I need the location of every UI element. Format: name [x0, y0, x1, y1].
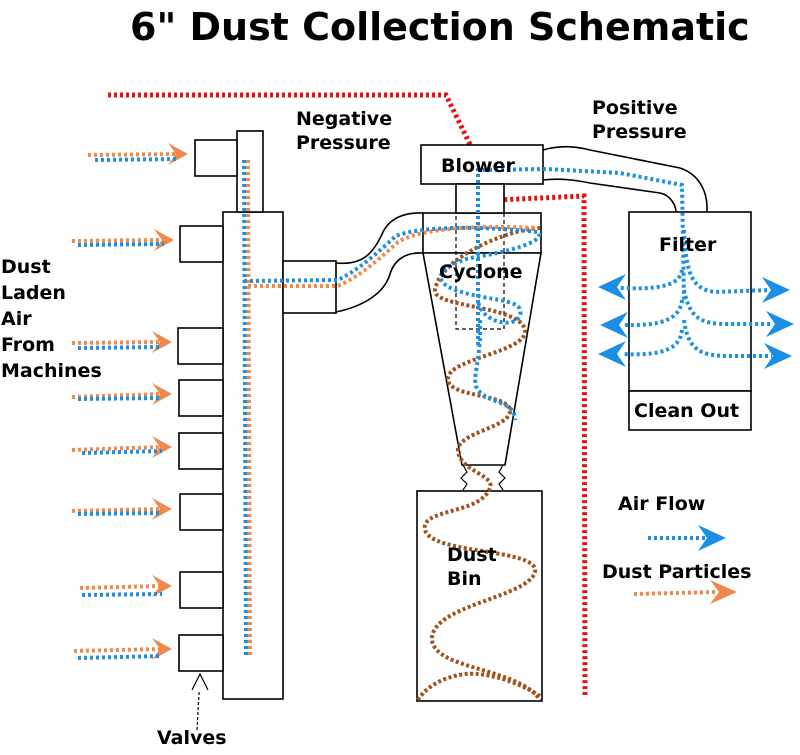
negative-pressure-label-line1: Negative	[296, 108, 393, 130]
valve-port	[177, 327, 224, 365]
cyclone	[422, 212, 542, 491]
dust-bin-label: Dust Bin	[447, 543, 497, 591]
air-arrowheads	[598, 274, 794, 551]
negative-pressure-label: Negative Pressure	[296, 107, 392, 155]
pressure-boundary-line	[108, 92, 588, 696]
valve-port	[178, 634, 224, 672]
dust-laden-air-line1: Dust	[1, 256, 51, 278]
clean-out-label: Clean Out	[634, 400, 740, 422]
cyclone-label: Cyclone	[439, 261, 523, 283]
valve-port	[179, 225, 224, 263]
inlet-duct	[335, 212, 424, 313]
dust-particle-flow	[71, 152, 718, 656]
dust-laden-air-line2: Laden	[1, 282, 66, 304]
dust-laden-air-label: Dust Laden Air From Machines	[1, 254, 102, 384]
valve-port	[179, 571, 224, 609]
filter-label: Filter	[659, 234, 717, 256]
dust-laden-air-line5: Machines	[1, 360, 102, 382]
valve-port	[178, 379, 224, 417]
blower-label: Blower	[441, 155, 515, 177]
valve-port	[179, 493, 224, 531]
negative-pressure-label-line2: Pressure	[296, 132, 391, 154]
duct-manifold	[177, 130, 337, 700]
outlet-duct	[542, 145, 708, 213]
dust-bin-label-line1: Dust	[447, 544, 497, 566]
dust-swirl-path	[416, 226, 542, 702]
legend-dust-particles-label: Dust Particles	[602, 561, 752, 583]
dust-laden-air-line3: Air	[1, 308, 32, 330]
legend-air-flow-label: Air Flow	[618, 493, 706, 515]
dust-bin-label-line2: Bin	[447, 568, 482, 590]
valve-port	[178, 432, 224, 470]
positive-pressure-label-line1: Positive	[592, 97, 678, 119]
valves-pointer	[191, 672, 209, 731]
air-flow	[77, 157, 772, 660]
dust-laden-air-line4: From	[1, 334, 55, 356]
positive-pressure-label-line2: Pressure	[592, 121, 687, 143]
diagram-title: 6" Dust Collection Schematic	[130, 5, 750, 49]
filter-unit	[628, 211, 752, 431]
dust-bin	[416, 490, 543, 702]
valve-port	[194, 139, 238, 177]
positive-pressure-label: Positive Pressure	[592, 96, 687, 144]
valves-label: Valves	[157, 727, 227, 749]
